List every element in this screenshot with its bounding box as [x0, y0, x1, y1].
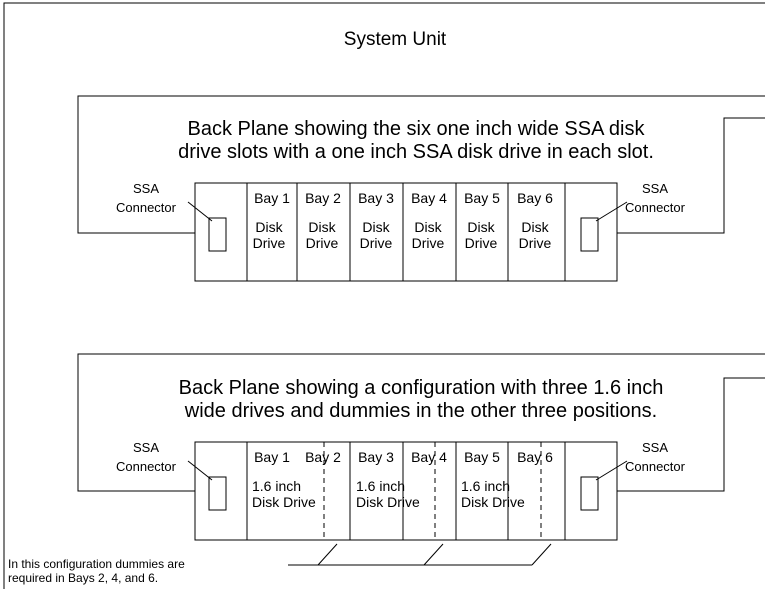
- dummy-note-line2: required in Bays 2, 4, and 6.: [8, 571, 158, 585]
- plane2-left-connector-label-1: SSA: [133, 440, 159, 455]
- plane2-drive-label: Disk Drive: [461, 494, 525, 510]
- plane2-bay-label: Bay 2: [305, 449, 341, 465]
- plane1-bay-label: Bay 2: [305, 190, 341, 206]
- plane2-drive-label: 1.6 inch: [356, 478, 405, 494]
- plane1-frame: [77, 95, 765, 234]
- plane2-right-connector-label-1: SSA: [642, 440, 668, 455]
- plane2-frame: [77, 353, 765, 492]
- back-plane-2: Back Plane showing a configuration with …: [8, 353, 765, 585]
- plane1-drive-label: Drive: [360, 235, 393, 251]
- plane2-drive-label: 1.6 inch: [252, 478, 301, 494]
- plane1-right-ssa-connector: [580, 217, 599, 252]
- plane2-bay-label: Bay 3: [358, 449, 394, 465]
- plane2-drive-label: Disk Drive: [356, 494, 420, 510]
- plane1-left-connector-label-1: SSA: [133, 181, 159, 196]
- plane2-right-connector-label-2: Connector: [625, 459, 686, 474]
- plane2-left-ssa-connector: [208, 476, 227, 511]
- plane2-right-cable: [617, 377, 765, 492]
- plane1-drive-label: Disk: [362, 219, 390, 235]
- plane1-drive-label: Disk: [521, 219, 549, 235]
- plane1-bay-label: Bay 3: [358, 190, 394, 206]
- plane1-left-ssa-connector: [208, 217, 227, 252]
- plane1-description-line2: drive slots with a one inch SSA disk dri…: [178, 141, 654, 163]
- plane1-right-connector-label-2: Connector: [625, 200, 686, 215]
- plane2-bay-label: Bay 5: [464, 449, 500, 465]
- plane1-drive-label: Disk: [414, 219, 442, 235]
- plane1-left-connector-label-2: Connector: [116, 200, 177, 215]
- plane1-backplane: [194, 182, 618, 282]
- plane1-bay-label: Bay 1: [254, 190, 290, 206]
- plane2-description-line2: wide drives and dummies in the other thr…: [184, 400, 657, 422]
- plane2-description-line1: Back Plane showing a configuration with …: [179, 377, 664, 399]
- plane2-left-connector-label-2: Connector: [116, 459, 177, 474]
- plane2-bay-label: Bay 4: [411, 449, 447, 465]
- plane2-drive-label: Disk Drive: [252, 494, 316, 510]
- plane1-bay-label: Bay 5: [464, 190, 500, 206]
- plane1-right-connector-label-1: SSA: [642, 181, 668, 196]
- plane1-drive-label: Drive: [253, 235, 286, 251]
- plane2-right-ssa-connector: [580, 476, 599, 511]
- plane1-drive-label: Drive: [412, 235, 445, 251]
- plane1-drive-label: Drive: [306, 235, 339, 251]
- plane1-right-cable: [617, 117, 765, 234]
- system-unit-outline: [3, 2, 765, 589]
- plane2-drive-label: 1.6 inch: [461, 478, 510, 494]
- plane1-drive-label: Disk: [467, 219, 495, 235]
- plane2-bay-label: Bay 6: [517, 449, 553, 465]
- dummy-note-line1: In this configuration dummies are: [8, 557, 185, 571]
- plane1-drive-label: Disk: [255, 219, 283, 235]
- plane1-description-line1: Back Plane showing the six one inch wide…: [188, 118, 646, 140]
- plane1-drive-label: Disk: [308, 219, 336, 235]
- plane1-drive-label: Drive: [465, 235, 498, 251]
- plane1-drive-label: Drive: [519, 235, 552, 251]
- back-plane-1: Back Plane showing the six one inch wide…: [77, 95, 765, 282]
- plane2-backplane: [194, 441, 618, 541]
- plane1-bay-label: Bay 6: [517, 190, 553, 206]
- plane1-bay-label: Bay 4: [411, 190, 447, 206]
- system-unit-title: System Unit: [344, 29, 447, 50]
- plane2-bay-label: Bay 1: [254, 449, 290, 465]
